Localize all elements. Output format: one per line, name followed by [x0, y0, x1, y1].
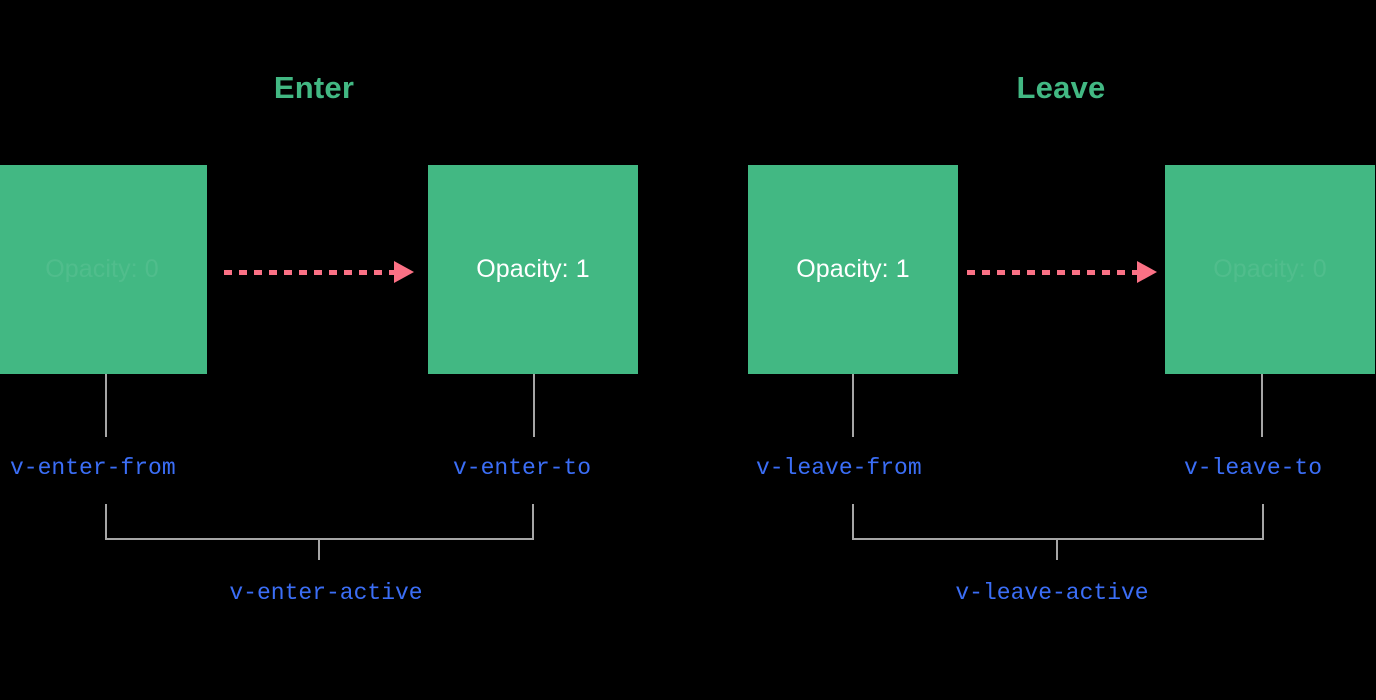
connector-line-enter-from — [105, 374, 107, 437]
state-box-enter-from: Opacity: 0 — [0, 165, 207, 374]
bracket-enter-active — [105, 504, 534, 540]
bracket-leave-active — [852, 504, 1264, 540]
enter-transition-arrow-icon — [224, 261, 414, 283]
arrow-line — [967, 269, 1138, 275]
state-box-label: Opacity: 1 — [476, 255, 590, 283]
state-box-label: Opacity: 0 — [45, 255, 159, 283]
connector-line-leave-from — [852, 374, 854, 437]
arrow-line — [224, 269, 395, 275]
section-title-leave: Leave — [1016, 70, 1106, 105]
section-title-enter: Enter — [273, 70, 355, 105]
class-label-v-leave-from: v-leave-from — [756, 455, 922, 481]
bracket-stem-enter-active — [318, 538, 320, 560]
class-label-v-enter-to: v-enter-to — [453, 455, 592, 481]
class-label-v-leave-to: v-leave-to — [1184, 455, 1323, 481]
bracket-stem-leave-active — [1056, 538, 1058, 560]
state-box-leave-from: Opacity: 1 — [748, 165, 958, 374]
state-box-leave-to: Opacity: 0 — [1165, 165, 1375, 374]
class-label-v-leave-active: v-leave-active — [955, 580, 1149, 606]
state-box-enter-to: Opacity: 1 — [428, 165, 638, 374]
arrow-head — [1137, 261, 1157, 283]
arrow-head — [394, 261, 414, 283]
class-label-v-enter-active: v-enter-active — [229, 580, 423, 606]
leave-transition-arrow-icon — [967, 261, 1157, 283]
connector-line-enter-to — [533, 374, 535, 437]
connector-line-leave-to — [1261, 374, 1263, 437]
class-label-v-enter-from: v-enter-from — [10, 455, 176, 481]
state-box-label: Opacity: 0 — [1213, 255, 1327, 283]
state-box-label: Opacity: 1 — [796, 255, 910, 283]
